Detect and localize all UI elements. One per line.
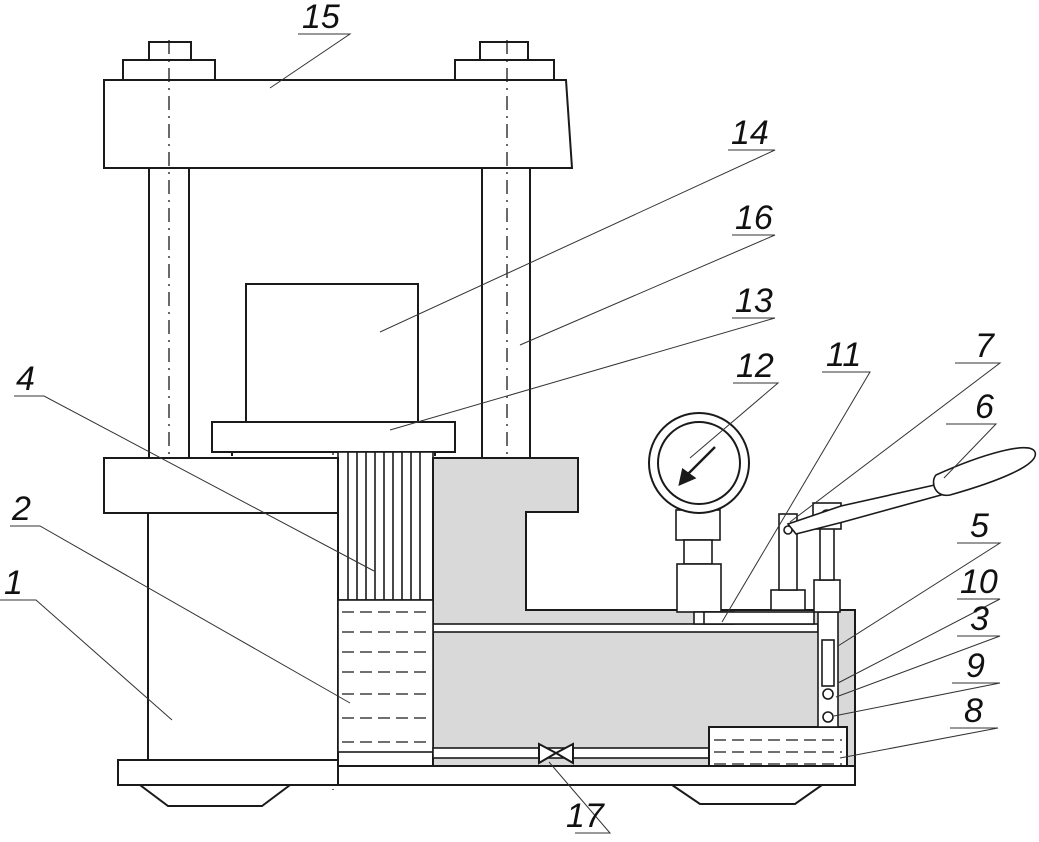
label-4: 4 [16, 360, 35, 398]
label-3: 3 [970, 600, 989, 638]
cylinder-body [147, 512, 339, 761]
label-6: 6 [975, 388, 994, 426]
lever-handle [786, 446, 1036, 535]
pump-rod [813, 527, 841, 613]
upper-platen [211, 421, 456, 456]
plunger [337, 451, 434, 601]
label-5: 5 [970, 507, 989, 545]
label-1: 1 [4, 564, 23, 602]
top-crossbeam [103, 79, 574, 169]
right-nut [454, 41, 555, 81]
label-8: 8 [964, 692, 983, 730]
check-valve-lower [822, 711, 834, 723]
housing-channel [432, 623, 819, 633]
middle-crossbeam [103, 457, 339, 514]
label-17: 17 [566, 797, 605, 835]
label-11: 11 [826, 336, 861, 374]
base-feet [137, 784, 826, 807]
label-2: 2 [11, 490, 31, 528]
check-valve-upper [822, 688, 834, 700]
base-plate [117, 759, 856, 786]
label-10: 10 [960, 563, 998, 601]
specimen [245, 283, 419, 423]
label-7: 7 [975, 327, 995, 365]
number-labels: 15 14 16 13 12 11 7 6 4 2 1 5 10 3 9 8 1… [4, 0, 998, 835]
leader-lines [0, 33, 1002, 834]
label-9: 9 [966, 647, 985, 685]
fluid-dashes [342, 611, 430, 743]
label-15: 15 [302, 0, 340, 36]
lever-link [770, 513, 806, 611]
label-16: 16 [735, 199, 773, 237]
tank-dashes [714, 739, 842, 765]
label-12: 12 [736, 347, 774, 385]
valve [538, 742, 574, 765]
gauge-needle [678, 446, 716, 487]
label-14: 14 [731, 114, 769, 152]
working-fluid [337, 599, 434, 753]
pump-cylinder [817, 611, 839, 728]
right-column [481, 167, 531, 459]
gauge-stem [675, 509, 815, 625]
label-13: 13 [735, 282, 773, 320]
